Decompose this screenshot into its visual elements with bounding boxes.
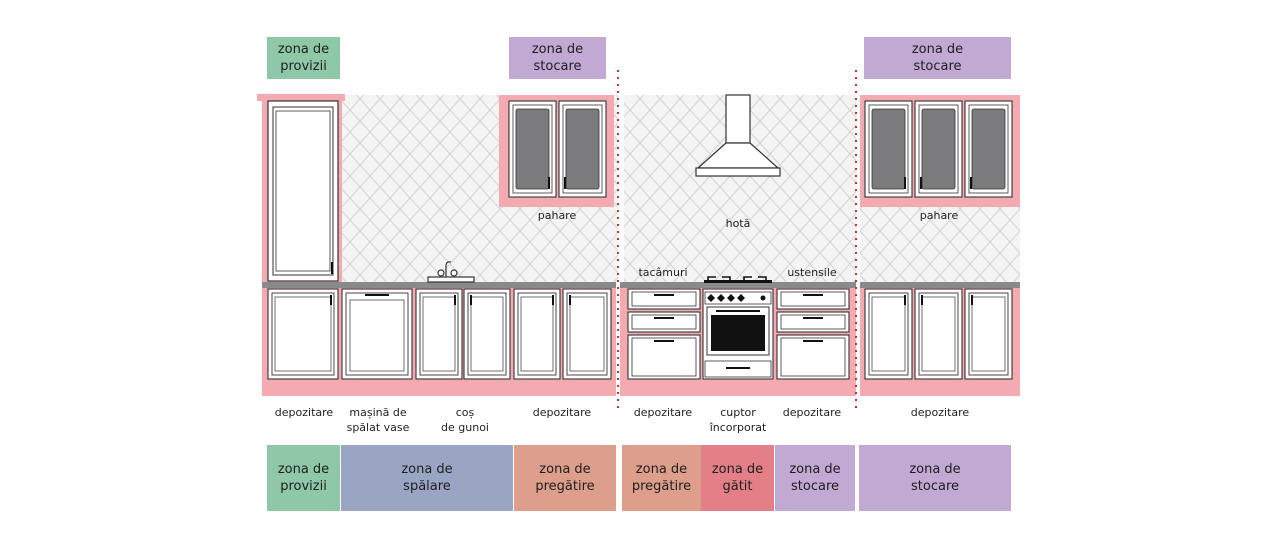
- oven-knob: [737, 294, 745, 302]
- caption-masina-spalat-vase: mașină de spălat vase: [346, 406, 410, 434]
- caption-depozitare-2: depozitare: [532, 406, 592, 419]
- lower-cabinet-door: [964, 288, 1013, 380]
- cabinet-handle: [548, 177, 550, 189]
- drawer-handle: [654, 317, 674, 319]
- tall-pantry-cabinet: [267, 100, 339, 282]
- countertop-middle: [620, 282, 856, 288]
- cabinet-handle: [904, 177, 906, 189]
- drawer: [776, 334, 850, 380]
- lower-cabinet-door: [267, 288, 339, 380]
- cabinet-handle: [470, 295, 472, 305]
- cabinet-handle: [921, 295, 923, 305]
- oven-knob: [717, 294, 725, 302]
- label-pahare-right: pahare: [920, 209, 959, 222]
- upper-glass-door: [864, 100, 913, 198]
- range-hood-icon: [695, 94, 781, 177]
- lower-cabinet-door: [463, 288, 511, 380]
- pantry-cornice: [257, 94, 345, 101]
- bottom-zone-pregatire-right: zona de pregătire: [622, 445, 701, 511]
- cabinet-handle: [904, 295, 906, 305]
- bottom-zone-spalare: zona de spălare: [341, 445, 513, 511]
- label-hota: hotă: [726, 217, 751, 230]
- built-in-oven: [702, 288, 774, 380]
- cabinet-handle: [971, 295, 973, 305]
- drawer-handle: [803, 317, 823, 319]
- drawer: [627, 334, 701, 380]
- countertop-left: [262, 282, 616, 288]
- drawer: [776, 311, 850, 333]
- upper-glass-door: [964, 100, 1013, 198]
- caption-cuptor-incorporat: cuptor încorporat: [709, 406, 767, 434]
- oven-window: [711, 315, 765, 351]
- oven-knob: [727, 294, 735, 302]
- dishwasher-handle: [365, 294, 389, 296]
- backsplash-right: [860, 200, 1020, 285]
- upper-cabinets: [508, 100, 1013, 198]
- drawer: [627, 311, 701, 333]
- bottom-zone-pregatire-left: zona de pregătire: [514, 445, 616, 511]
- top-zone-stocare-left: zona de stocare: [509, 37, 606, 79]
- upper-glass-door: [508, 100, 557, 198]
- top-zone-stocare-right: zona de stocare: [864, 37, 1011, 79]
- lower-cabinet-door: [562, 288, 612, 380]
- caption-depozitare-5: depozitare: [910, 406, 970, 419]
- drawer-handle: [803, 340, 823, 342]
- bottom-zone-stocare-middle: zona de stocare: [775, 445, 855, 511]
- label-pahare-left: pahare: [538, 209, 577, 222]
- caption-depozitare-3: depozitare: [633, 406, 693, 419]
- bottom-zone-gatit: zona de gătit: [701, 445, 774, 511]
- sink-faucet-icon: [427, 261, 475, 283]
- drawer-handle: [654, 340, 674, 342]
- label-ustensile: ustensile: [787, 266, 837, 279]
- caption-depozitare-1: depozitare: [274, 406, 334, 419]
- drawer-handle: [654, 294, 674, 296]
- label-tacamuri: tacâmuri: [638, 266, 687, 279]
- drawer: [776, 288, 850, 310]
- oven-handle: [716, 310, 760, 312]
- cabinet-handle: [569, 295, 571, 305]
- upper-glass-door: [914, 100, 963, 198]
- bottom-zone-provizii: zona de provizii: [267, 445, 340, 511]
- cooktop-burners-icon: [704, 276, 772, 283]
- cabinet-handle: [970, 177, 972, 189]
- lower-cabinet-door: [513, 288, 561, 380]
- oven-knob: [707, 294, 715, 302]
- caption-cos-gunoi: coș de gunoi: [441, 406, 489, 434]
- upper-glass-door: [558, 100, 607, 198]
- lower-cabinet-door: [914, 288, 963, 380]
- cabinet-handle: [552, 295, 554, 305]
- bottom-zone-stocare-right: zona de stocare: [859, 445, 1011, 511]
- lower-cabinet-door: [864, 288, 913, 380]
- drawer: [627, 288, 701, 310]
- caption-depozitare-4: depozitare: [782, 406, 842, 419]
- countertop-right: [860, 282, 1020, 288]
- lower-cabinets: [267, 288, 1013, 380]
- cabinet-handle: [564, 177, 566, 189]
- cabinet-handle: [330, 295, 332, 305]
- drawer-handle: [803, 294, 823, 296]
- dishwasher: [341, 288, 413, 380]
- lower-cabinet-door: [415, 288, 463, 380]
- top-zone-provizii: zona de provizii: [267, 37, 340, 79]
- cabinet-handle: [920, 177, 922, 189]
- cabinet-handle: [454, 295, 456, 305]
